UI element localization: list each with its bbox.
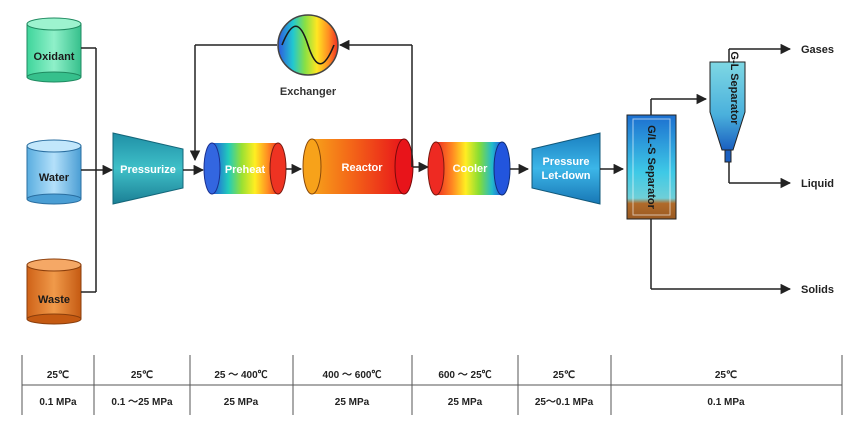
conditions-timeline: 25℃ 0.1 MPa 25℃ 0.1 ～25 MPa 25 ～ 400℃ 25… <box>21 355 843 415</box>
gases-output-label: Gases <box>801 44 834 56</box>
preheat-cylinder: Preheat <box>203 142 287 195</box>
feed-lines <box>81 47 114 293</box>
condition-pressure-6: 25～0.1 MPa <box>535 397 594 408</box>
liquid-output-label: Liquid <box>801 178 834 190</box>
heat-exchanger: Exchanger <box>277 14 339 98</box>
oxidant-tank: Oxidant <box>26 17 82 83</box>
condition-temp-7: 25℃ <box>715 370 737 381</box>
condition-pressure-3: 25 MPa <box>224 397 259 408</box>
condition-pressure-4: 25 MPa <box>335 397 370 408</box>
reactor-label: Reactor <box>342 162 384 174</box>
condition-temp-2: 25℃ <box>131 370 153 381</box>
condition-pressure-7: 0.1 MPa <box>707 397 745 408</box>
condition-temp-3: 25 ～ 400℃ <box>214 369 267 381</box>
exchanger-loop-lines <box>189 39 413 167</box>
cooler-label: Cooler <box>453 163 489 175</box>
pressure-letdown-valve: Pressure Let-down <box>531 132 601 205</box>
gls-separator: G/L-S Separator <box>626 114 677 220</box>
condition-temp-4: 400 ～ 600℃ <box>323 369 382 381</box>
gl-separator-label: G-L Separator <box>728 51 740 125</box>
condition-temp-6: 25℃ <box>553 370 575 381</box>
condition-pressure-5: 25 MPa <box>448 397 483 408</box>
preheat-label: Preheat <box>225 164 266 176</box>
gls-separator-label: G/L-S Separator <box>645 125 657 209</box>
separator-outlet-lines <box>650 93 792 295</box>
water-label: Water <box>39 172 70 184</box>
condition-temp-1: 25℃ <box>47 370 69 381</box>
wave-icon <box>281 25 335 65</box>
letdown-label-line2: Let-down <box>542 170 591 182</box>
pressurize-pump: Pressurize <box>112 132 184 205</box>
exchanger-label: Exchanger <box>280 86 337 98</box>
water-tank: Water <box>26 139 82 205</box>
oxidant-label: Oxidant <box>34 51 75 63</box>
waste-tank: Waste <box>26 258 82 325</box>
timeline-dividers <box>21 355 843 415</box>
gl-separator: G-L Separator <box>709 51 746 163</box>
pressurize-label: Pressurize <box>120 164 176 176</box>
solids-output-label: Solids <box>801 284 834 296</box>
condition-temp-5: 600 ～ 25℃ <box>438 369 491 381</box>
condition-pressure-2: 0.1 ～25 MPa <box>111 397 173 408</box>
cooler-cylinder: Cooler <box>427 141 511 196</box>
letdown-label-line1: Pressure <box>542 156 589 168</box>
waste-label: Waste <box>38 294 70 306</box>
condition-pressure-1: 0.1 MPa <box>39 397 77 408</box>
gl-outlet-lines <box>728 43 792 189</box>
reactor-cylinder: Reactor <box>302 138 414 195</box>
